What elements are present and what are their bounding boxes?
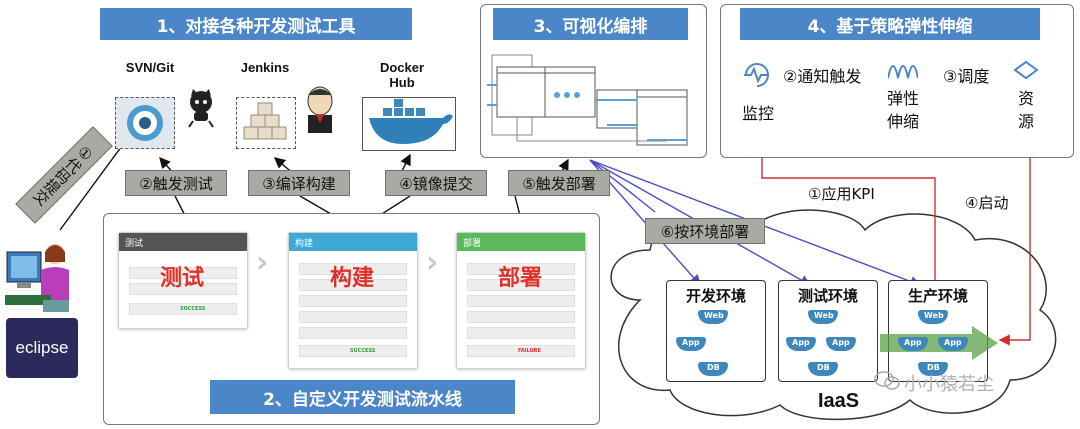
pipeline-card-build: 构建 SUCCESS bbox=[288, 232, 418, 369]
tools-banner: 1、对接各种开发测试工具 bbox=[100, 8, 412, 40]
watermark-text: 小小猿若尘 bbox=[904, 374, 994, 395]
dockerhub-label: Docker Hub bbox=[379, 60, 425, 90]
db-container-icon: DB bbox=[808, 362, 838, 376]
card-header: 构建 bbox=[289, 233, 417, 251]
env-deploy-tag: ⑥按环境部署 bbox=[645, 218, 765, 244]
pipeline-card-deploy: 部署 FAILURE bbox=[456, 232, 586, 369]
monitor-icon bbox=[742, 60, 772, 90]
jenkins-butler-icon bbox=[302, 85, 338, 133]
app-container-icon: App bbox=[826, 337, 856, 351]
monitor-label: 监控 bbox=[742, 104, 775, 123]
elastic-label-1: 弹性 bbox=[887, 89, 920, 108]
notify-trigger-label: ②通知触发 bbox=[783, 67, 862, 86]
app-kpi-label: ①应用KPI bbox=[808, 185, 875, 203]
web-container-icon: Web bbox=[918, 310, 948, 324]
eclipse-logo-icon: eclipse bbox=[6, 318, 78, 378]
visual-banner: 3、可视化编排 bbox=[493, 8, 688, 40]
docker-whale-icon bbox=[362, 97, 456, 151]
web-container-icon: Web bbox=[698, 310, 728, 324]
github-octocat-icon bbox=[183, 88, 219, 128]
pipeline-banner: 2、自定义开发测试流水线 bbox=[210, 380, 515, 414]
app-container-icon: App bbox=[938, 337, 968, 351]
card-title-build: 构建 bbox=[330, 266, 375, 291]
pipeline-card-test: 测试 SUCCESS bbox=[118, 232, 248, 329]
status-badge: FAILURE bbox=[518, 348, 541, 354]
image-submit-tag: ④镜像提交 bbox=[385, 170, 487, 196]
card-title-deploy: 部署 bbox=[498, 266, 543, 291]
chevron-right-icon: › bbox=[256, 245, 269, 280]
db-container-icon: DB bbox=[918, 362, 948, 376]
resource-label-2: 源 bbox=[1018, 112, 1035, 131]
resource-label-1: 资 bbox=[1018, 89, 1035, 108]
resource-diamond-icon bbox=[1013, 60, 1039, 84]
app-container-icon: App bbox=[676, 337, 706, 351]
jenkins-blocks-icon bbox=[236, 97, 296, 149]
card-title-test: 测试 bbox=[160, 266, 205, 291]
eclipse-label: eclipse bbox=[15, 338, 69, 357]
jenkins-label: Jenkins bbox=[240, 60, 290, 75]
status-badge: SUCCESS bbox=[350, 348, 376, 354]
iaas-label: IaaS bbox=[818, 390, 860, 412]
web-container-icon: Web bbox=[808, 310, 838, 324]
orchestration-sketch bbox=[487, 54, 688, 146]
developer-illustration-icon bbox=[5, 240, 75, 312]
scale-banner: 4、基于策略弹性伸缩 bbox=[740, 8, 1040, 40]
start-label: ④启动 bbox=[965, 194, 1009, 212]
chevron-right-icon: › bbox=[426, 245, 439, 280]
trigger-test-tag: ②触发测试 bbox=[125, 170, 227, 196]
db-container-icon: DB bbox=[698, 362, 728, 376]
trigger-deploy-tag: ⑤触发部署 bbox=[508, 170, 610, 196]
watermark-logo-icon bbox=[874, 369, 900, 391]
compile-build-tag: ③编译构建 bbox=[248, 170, 350, 196]
card-header: 测试 bbox=[119, 233, 247, 251]
elastic-wave-icon bbox=[887, 58, 919, 82]
app-container-icon: App bbox=[786, 337, 816, 351]
svn-git-label: SVN/Git bbox=[125, 60, 175, 75]
status-badge: SUCCESS bbox=[180, 306, 206, 312]
app-container-icon: App bbox=[898, 337, 928, 351]
card-header: 部署 bbox=[457, 233, 585, 251]
svn-logo-icon bbox=[115, 97, 175, 149]
elastic-label-2: 伸缩 bbox=[887, 112, 920, 131]
dispatch-label: ③调度 bbox=[943, 67, 990, 86]
